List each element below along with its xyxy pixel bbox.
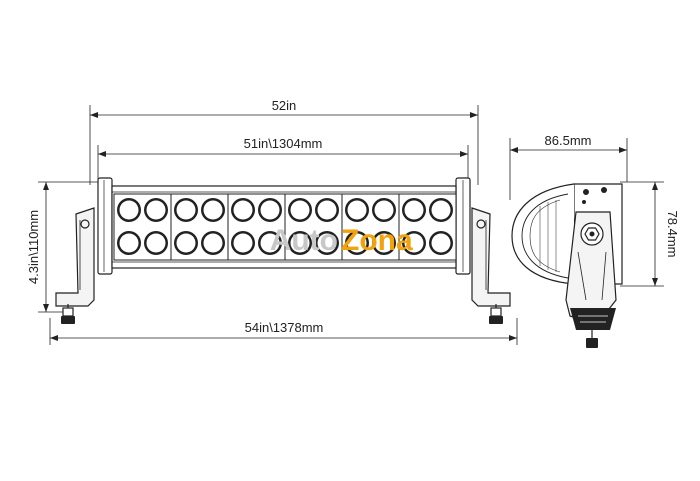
front-view: 52in 51in\1304mm 4.3in\110mm 54in\1 (26, 98, 518, 345)
led-lens-inner (233, 233, 253, 253)
side-mount-bracket (565, 211, 617, 348)
led-lens-inner (290, 200, 310, 220)
dim-line-overall (89, 105, 479, 185)
right-end-cap (455, 177, 471, 275)
led-lens-inner (176, 233, 196, 253)
led-lens-inner (431, 233, 451, 253)
led-lens-inner (404, 233, 424, 253)
led-lens-inner (431, 200, 451, 220)
left-end-cap (97, 177, 113, 275)
led-lens-inner (347, 200, 367, 220)
right-mount-bracket (471, 207, 511, 324)
dim-line-bracket (49, 318, 518, 345)
led-lens-inner (317, 233, 337, 253)
bracket-width-label: 54in\1378mm (245, 320, 324, 335)
led-lens-inner (260, 200, 280, 220)
watermark-suffix: Zona (341, 224, 413, 257)
led-lens-inner (260, 233, 280, 253)
dim-line-depth (509, 138, 628, 200)
watermark: Auto Zona (270, 224, 413, 257)
depth-side-label: 86.5mm (545, 133, 592, 148)
led-lens-inner (404, 200, 424, 220)
led-lens-inner (233, 200, 253, 220)
led-lens-inner (146, 233, 166, 253)
led-lens-inner (374, 233, 394, 253)
led-lens-inner (146, 200, 166, 220)
led-module-grid (113, 193, 457, 261)
led-lens-inner (290, 233, 310, 253)
height-side-label: 78.4mm (665, 211, 680, 258)
watermark-prefix: Auto (270, 224, 338, 257)
led-lens-inner (119, 200, 139, 220)
led-lens-inner (203, 233, 223, 253)
led-lens-inner (176, 200, 196, 220)
led-lens-inner (317, 200, 337, 220)
led-lens-inner (347, 233, 367, 253)
height-front-label: 4.3in\110mm (26, 210, 41, 284)
side-view: 86.5mm 78.4mm (509, 133, 680, 348)
lens-width-label: 51in\1304mm (244, 136, 323, 151)
overall-width-label: 52in (272, 98, 297, 113)
dim-line-height-side (620, 181, 664, 287)
led-lens-inner (374, 200, 394, 220)
left-mount-bracket (55, 207, 95, 324)
led-lens-inner (119, 233, 139, 253)
dim-line-lens (97, 145, 469, 185)
led-lens-inner (203, 200, 223, 220)
